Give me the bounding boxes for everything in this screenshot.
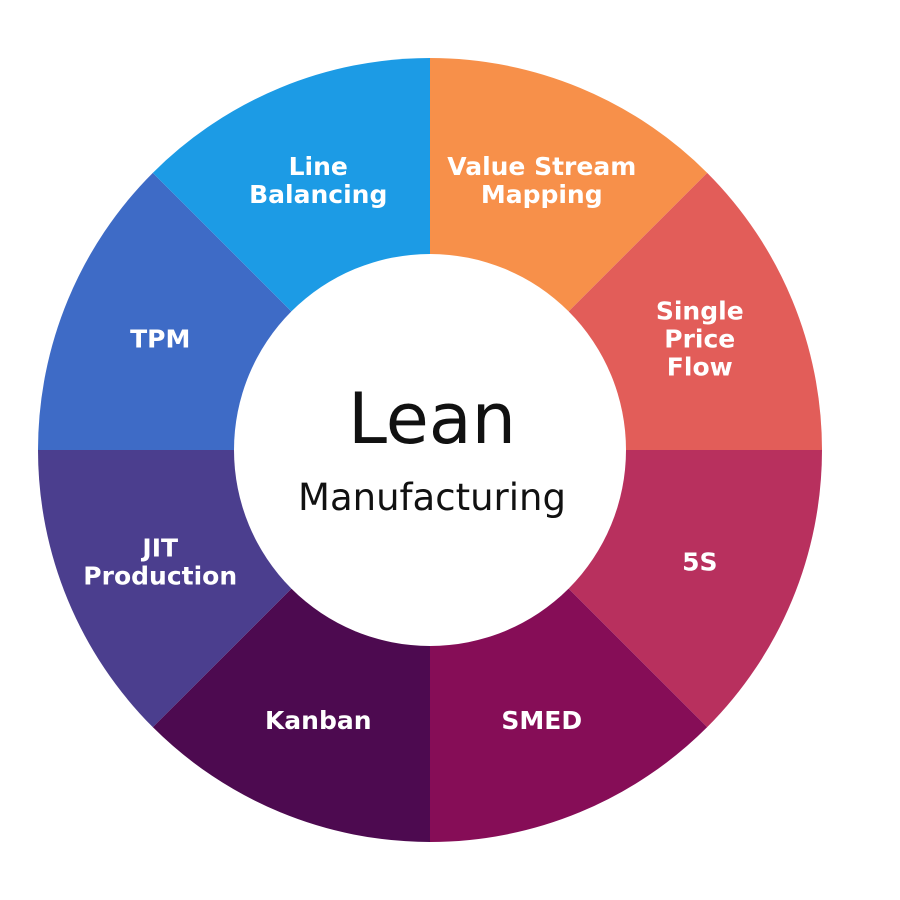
segment-label-line: 5S xyxy=(682,548,717,577)
center-circle xyxy=(234,254,626,646)
segment-label-line: Value Stream xyxy=(447,152,636,181)
segment-label-line: Price xyxy=(664,324,735,353)
segment-label-kanban: Kanban xyxy=(265,706,372,735)
segment-label-line: Mapping xyxy=(481,180,603,209)
segment-label-line: Flow xyxy=(667,352,733,381)
segment-label-line: JIT xyxy=(140,534,178,563)
segment-label-line: Balancing xyxy=(249,180,387,209)
segment-label-tpm: TPM xyxy=(130,324,190,353)
center-title: Lean xyxy=(348,378,516,460)
segment-label-line: Single xyxy=(656,296,744,325)
center-subtitle: Manufacturing xyxy=(298,476,566,519)
segment-label-line: SMED xyxy=(501,706,582,735)
segment-label-5s: 5S xyxy=(682,548,717,577)
segment-label-line: Line xyxy=(289,152,348,181)
segment-label-smed: SMED xyxy=(501,706,582,735)
segment-label-line: Production xyxy=(83,562,237,591)
segment-label-line: TPM xyxy=(130,324,190,353)
segment-label-line: Kanban xyxy=(265,706,372,735)
